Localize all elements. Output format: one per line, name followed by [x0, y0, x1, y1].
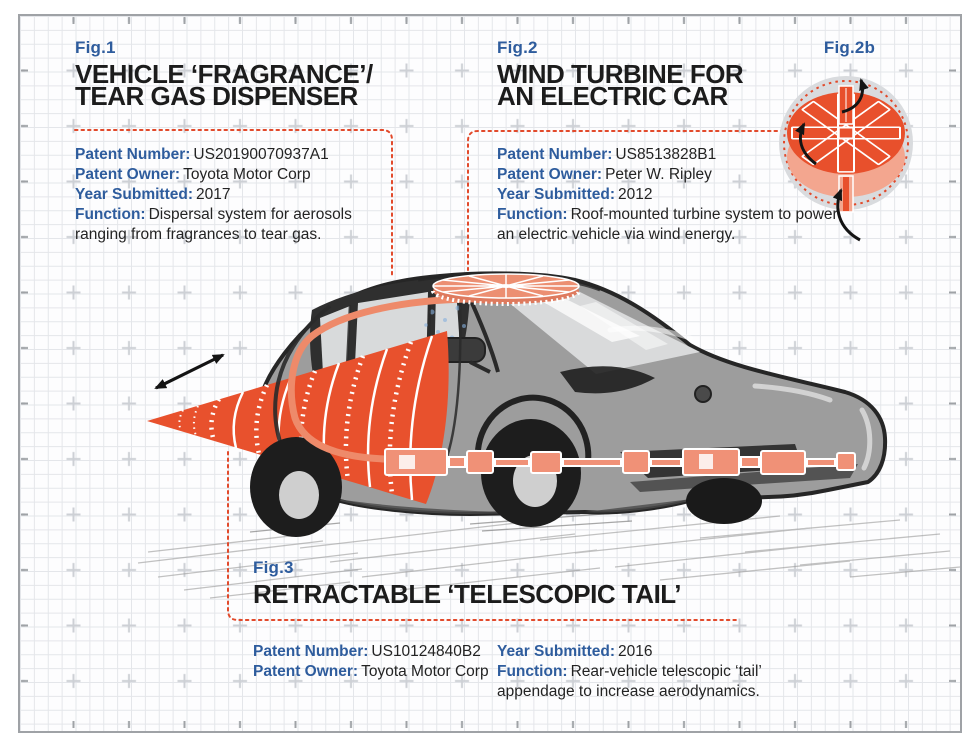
fig1-header: Fig.1 VEHICLE ‘FRAGRANCE’/ TEAR GAS DISP…	[75, 38, 405, 111]
fig1-year-submitted: Year Submitted:2017	[75, 186, 231, 203]
fig1-patent-number: Patent Number:US20190070937A1	[75, 146, 329, 163]
fig3-header: Fig.3 RETRACTABLE ‘TELESCOPIC TAIL’	[253, 558, 723, 609]
fig3-function: Function:Rear-vehicle telescopic ‘tail’ …	[497, 663, 762, 700]
fig2-details: Patent Number:US8513828B1 Patent Owner:P…	[497, 145, 842, 245]
fig3-title: RETRACTABLE ‘TELESCOPIC TAIL’	[253, 579, 681, 609]
fig1-function: Function:Dispersal system for aerosols r…	[75, 206, 352, 243]
grid-paper	[18, 14, 962, 733]
fig3-details-col2: Year Submitted:2016 Function:Rear-vehicl…	[497, 642, 809, 702]
fig1-title: VEHICLE ‘FRAGRANCE’/ TEAR GAS DISPENSER	[75, 59, 373, 111]
fig3-label: Fig.3	[253, 558, 294, 577]
fig2-patent-number: Patent Number:US8513828B1	[497, 146, 717, 163]
fig2-patent-owner: Patent Owner:Peter W. Ripley	[497, 166, 712, 183]
fig3-details-col1: Patent Number:US10124840B2 Patent Owner:…	[253, 642, 493, 682]
fig3-year-submitted: Year Submitted:2016	[497, 643, 653, 660]
fig2-year-submitted: Year Submitted:2012	[497, 186, 653, 203]
fig3-patent-owner: Patent Owner:Toyota Motor Corp	[253, 663, 489, 680]
fig1-details: Patent Number:US20190070937A1 Patent Own…	[75, 145, 387, 245]
fig2-label: Fig.2	[497, 38, 538, 57]
fig1-label: Fig.1	[75, 38, 116, 57]
fig1-patent-owner: Patent Owner:Toyota Motor Corp	[75, 166, 311, 183]
fig2b-label: Fig.2b	[823, 38, 876, 57]
fig2-header: Fig.2 WIND TURBINE FOR AN ELECTRIC CAR	[497, 38, 827, 111]
fig2-title: WIND TURBINE FOR AN ELECTRIC CAR	[497, 59, 744, 111]
fig3-patent-number: Patent Number:US10124840B2	[253, 643, 481, 660]
fig2-function: Function:Roof-mounted turbine system to …	[497, 206, 838, 243]
